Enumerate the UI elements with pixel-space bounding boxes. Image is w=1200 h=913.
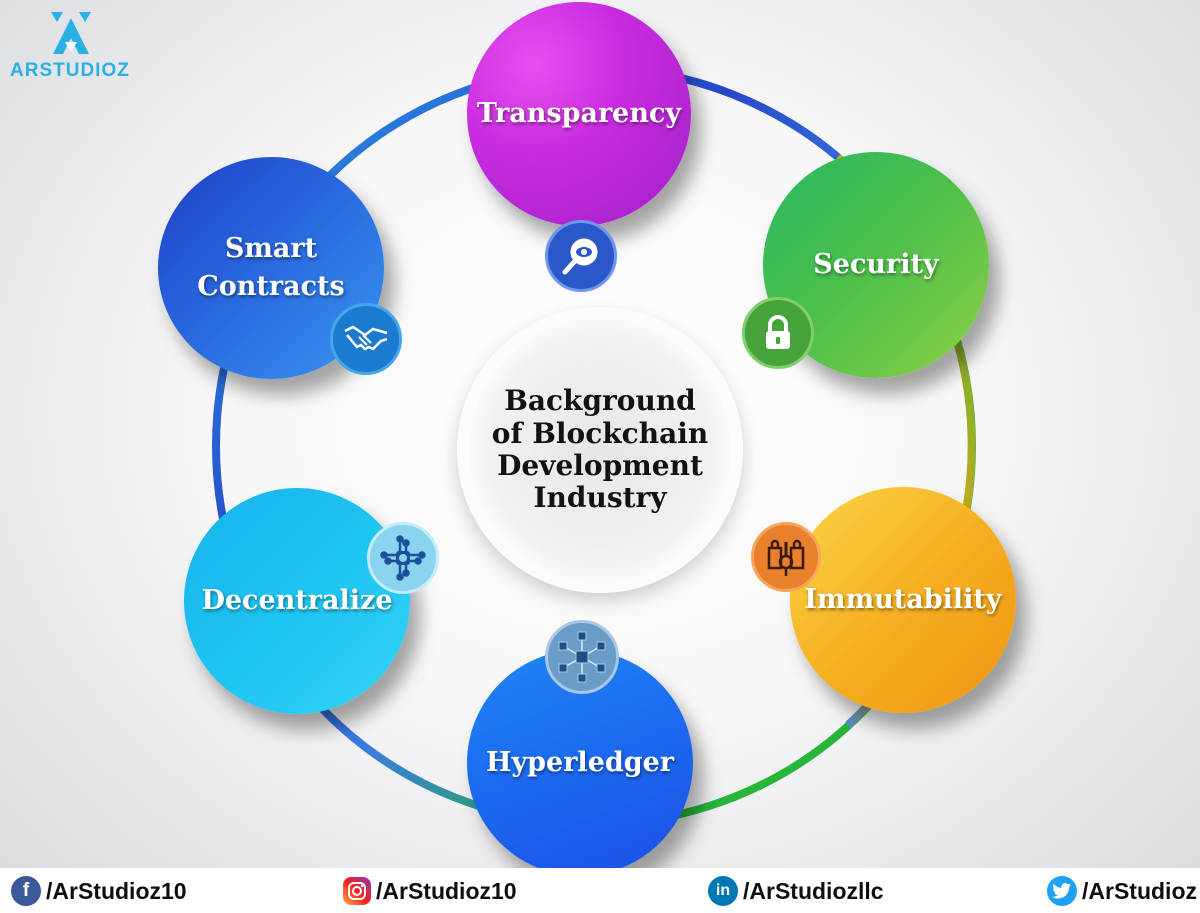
node-hyperledger-label: Hyperledger	[485, 747, 675, 779]
social-linkedin[interactable]: in /ArStudiozllc	[708, 875, 884, 907]
facebook-handle: /ArStudioz10	[46, 877, 187, 904]
center-hub: Background of Blockchain Development Ind…	[457, 307, 743, 593]
node-transparency: Transparency	[467, 2, 691, 226]
magnifier-eye-icon	[545, 220, 617, 292]
node-immutability: Immutability	[790, 487, 1016, 713]
cube-network-icon	[545, 620, 619, 694]
social-twitter[interactable]: /ArStudioz	[1047, 875, 1197, 907]
node-security-label: Security	[813, 249, 939, 281]
circuit-chip-icon	[367, 522, 439, 594]
linkedin-handle: /ArStudiozllc	[743, 877, 884, 904]
social-instagram[interactable]: /ArStudioz10	[343, 875, 517, 907]
handshake-icon	[330, 303, 402, 375]
social-footer: f /ArStudioz10 /ArStudioz10 in /ArStudio…	[0, 868, 1200, 913]
brand-logo: ARSTUDIOZ	[10, 12, 140, 82]
center-title: Background of Blockchain Development Ind…	[491, 384, 709, 515]
twitter-icon	[1047, 876, 1077, 906]
social-facebook[interactable]: f /ArStudioz10	[11, 875, 187, 907]
instagram-icon	[343, 877, 371, 905]
node-decentralize: Decentralize	[184, 488, 410, 714]
brand-name: ARSTUDIOZ	[10, 60, 130, 81]
key-lock-icon	[751, 522, 821, 592]
linkedin-icon: in	[708, 876, 738, 906]
facebook-icon: f	[11, 876, 41, 906]
instagram-handle: /ArStudioz10	[376, 877, 517, 904]
node-transparency-label: Transparency	[476, 98, 682, 130]
padlock-icon	[742, 297, 814, 369]
node-immutability-label: Immutability	[804, 584, 1002, 616]
twitter-handle: /ArStudioz	[1082, 877, 1197, 904]
node-smart-contracts-label: Smart Contracts	[197, 233, 345, 302]
node-decentralize-label: Decentralize	[201, 585, 393, 617]
node-hyperledger: Hyperledger	[467, 650, 693, 876]
logo-mark-icon	[51, 12, 91, 54]
